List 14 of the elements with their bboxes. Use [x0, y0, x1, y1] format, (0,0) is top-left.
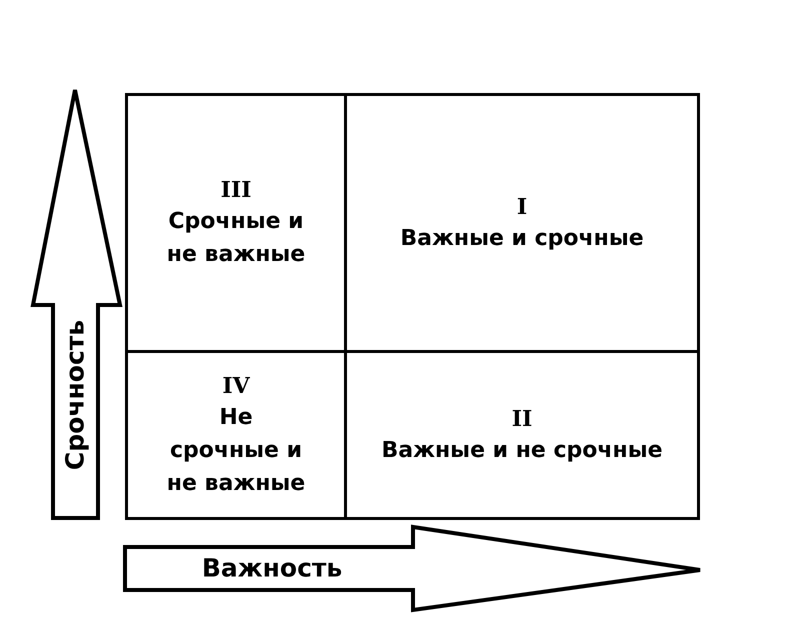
quadrant-label: Важные и не срочные — [381, 436, 663, 464]
quadrant-cell — [344, 350, 700, 520]
quadrant-number: IV — [222, 372, 250, 400]
quadrant-cell — [125, 93, 347, 353]
quadrant-number: III — [220, 176, 252, 205]
quadrant-number: I — [516, 192, 528, 222]
axis-label: Важность — [202, 554, 342, 582]
quadrant-label: Важные и срочные — [400, 224, 644, 252]
quadrant-number: II — [512, 404, 532, 434]
quadrant-cell — [125, 350, 347, 520]
quadrant-label: Срочные и не важные — [166, 208, 306, 269]
quadrant-label: Не срочные и не важные — [166, 404, 306, 498]
axis-label: Срочность — [60, 320, 90, 470]
quadrant-cell — [344, 93, 700, 353]
